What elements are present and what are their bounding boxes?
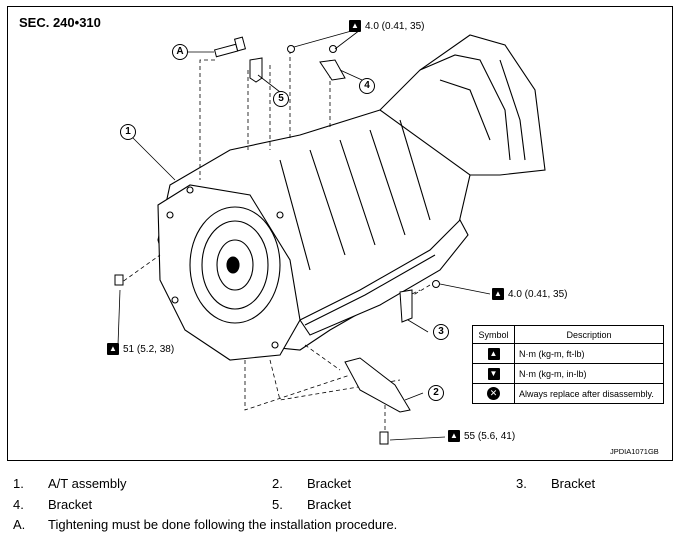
bolt-top	[287, 45, 295, 53]
callout-a: A	[172, 44, 188, 60]
torque-spec-left: ▲ 51 (5.2, 38)	[107, 343, 174, 355]
torque-wrench-icon: ▲	[448, 430, 460, 442]
torque-spec-top: ▲ 4.0 (0.41, 35)	[349, 20, 424, 32]
part-4-number: 4.	[13, 497, 24, 512]
part-3-name: Bracket	[551, 476, 596, 491]
part-3-number: 3.	[516, 476, 527, 491]
part-5-number: 5.	[272, 497, 283, 512]
bracket-4	[319, 59, 346, 81]
torque-spec-top-value: 4.0 (0.41, 35)	[365, 20, 425, 32]
section-label: SEC. 240•310	[19, 15, 101, 30]
figure-id: JPDIA1071GB	[610, 447, 659, 456]
callout-4: 4	[359, 78, 375, 94]
bolt-bottom	[379, 431, 389, 445]
torque-spec-left-value: 51 (5.2, 38)	[123, 343, 175, 355]
legend-row-3-description: Always replace after disassembly.	[514, 383, 664, 404]
legend-row-1-description: N·m (kg-m, ft-lb)	[514, 343, 664, 364]
part-4-name: Bracket	[48, 497, 93, 512]
bracket-5	[249, 57, 263, 83]
legend-header-description: Description	[514, 325, 664, 344]
legend-header-symbol: Symbol	[472, 325, 515, 344]
torque-spec-bottom: ▲ 55 (5.6, 41)	[448, 430, 515, 442]
part-1-number: 1.	[13, 476, 24, 491]
torque-spec-bottom-value: 55 (5.6, 41)	[464, 430, 516, 442]
torque-wrench-icon: ▲	[492, 288, 504, 300]
callout-5: 5	[273, 91, 289, 107]
torque-spec-right-value: 4.0 (0.41, 35)	[508, 288, 568, 300]
bracket-2	[344, 357, 411, 413]
bracket-3	[399, 289, 413, 323]
callout-1: 1	[120, 124, 136, 140]
bolt-a	[213, 43, 239, 58]
part-5-name: Bracket	[307, 497, 352, 512]
note-text: Tightening must be done following the in…	[48, 517, 398, 532]
part-2-name: Bracket	[307, 476, 352, 491]
part-1-name: A/T assembly	[48, 476, 127, 491]
torque-spec-right: ▲ 4.0 (0.41, 35)	[492, 288, 567, 300]
torque-wrench-icon: ▲	[349, 20, 361, 32]
torque-wrench-icon: ▲	[107, 343, 119, 355]
diagram-frame	[7, 6, 673, 461]
note-letter: A.	[13, 517, 26, 532]
torque-nm-inlb-icon: ▼	[487, 367, 500, 380]
symbol-legend: Symbol Description ▲ N·m (kg-m, ft-lb) ▼…	[472, 325, 664, 404]
part-2-number: 2.	[272, 476, 283, 491]
torque-nm-ftlb-icon: ▲	[487, 347, 500, 360]
bolt-left	[114, 274, 124, 286]
callout-2: 2	[428, 385, 444, 401]
callout-3: 3	[433, 324, 449, 340]
replace-x-icon: ✕	[487, 387, 500, 400]
legend-row-2-description: N·m (kg-m, in-lb)	[514, 363, 664, 384]
